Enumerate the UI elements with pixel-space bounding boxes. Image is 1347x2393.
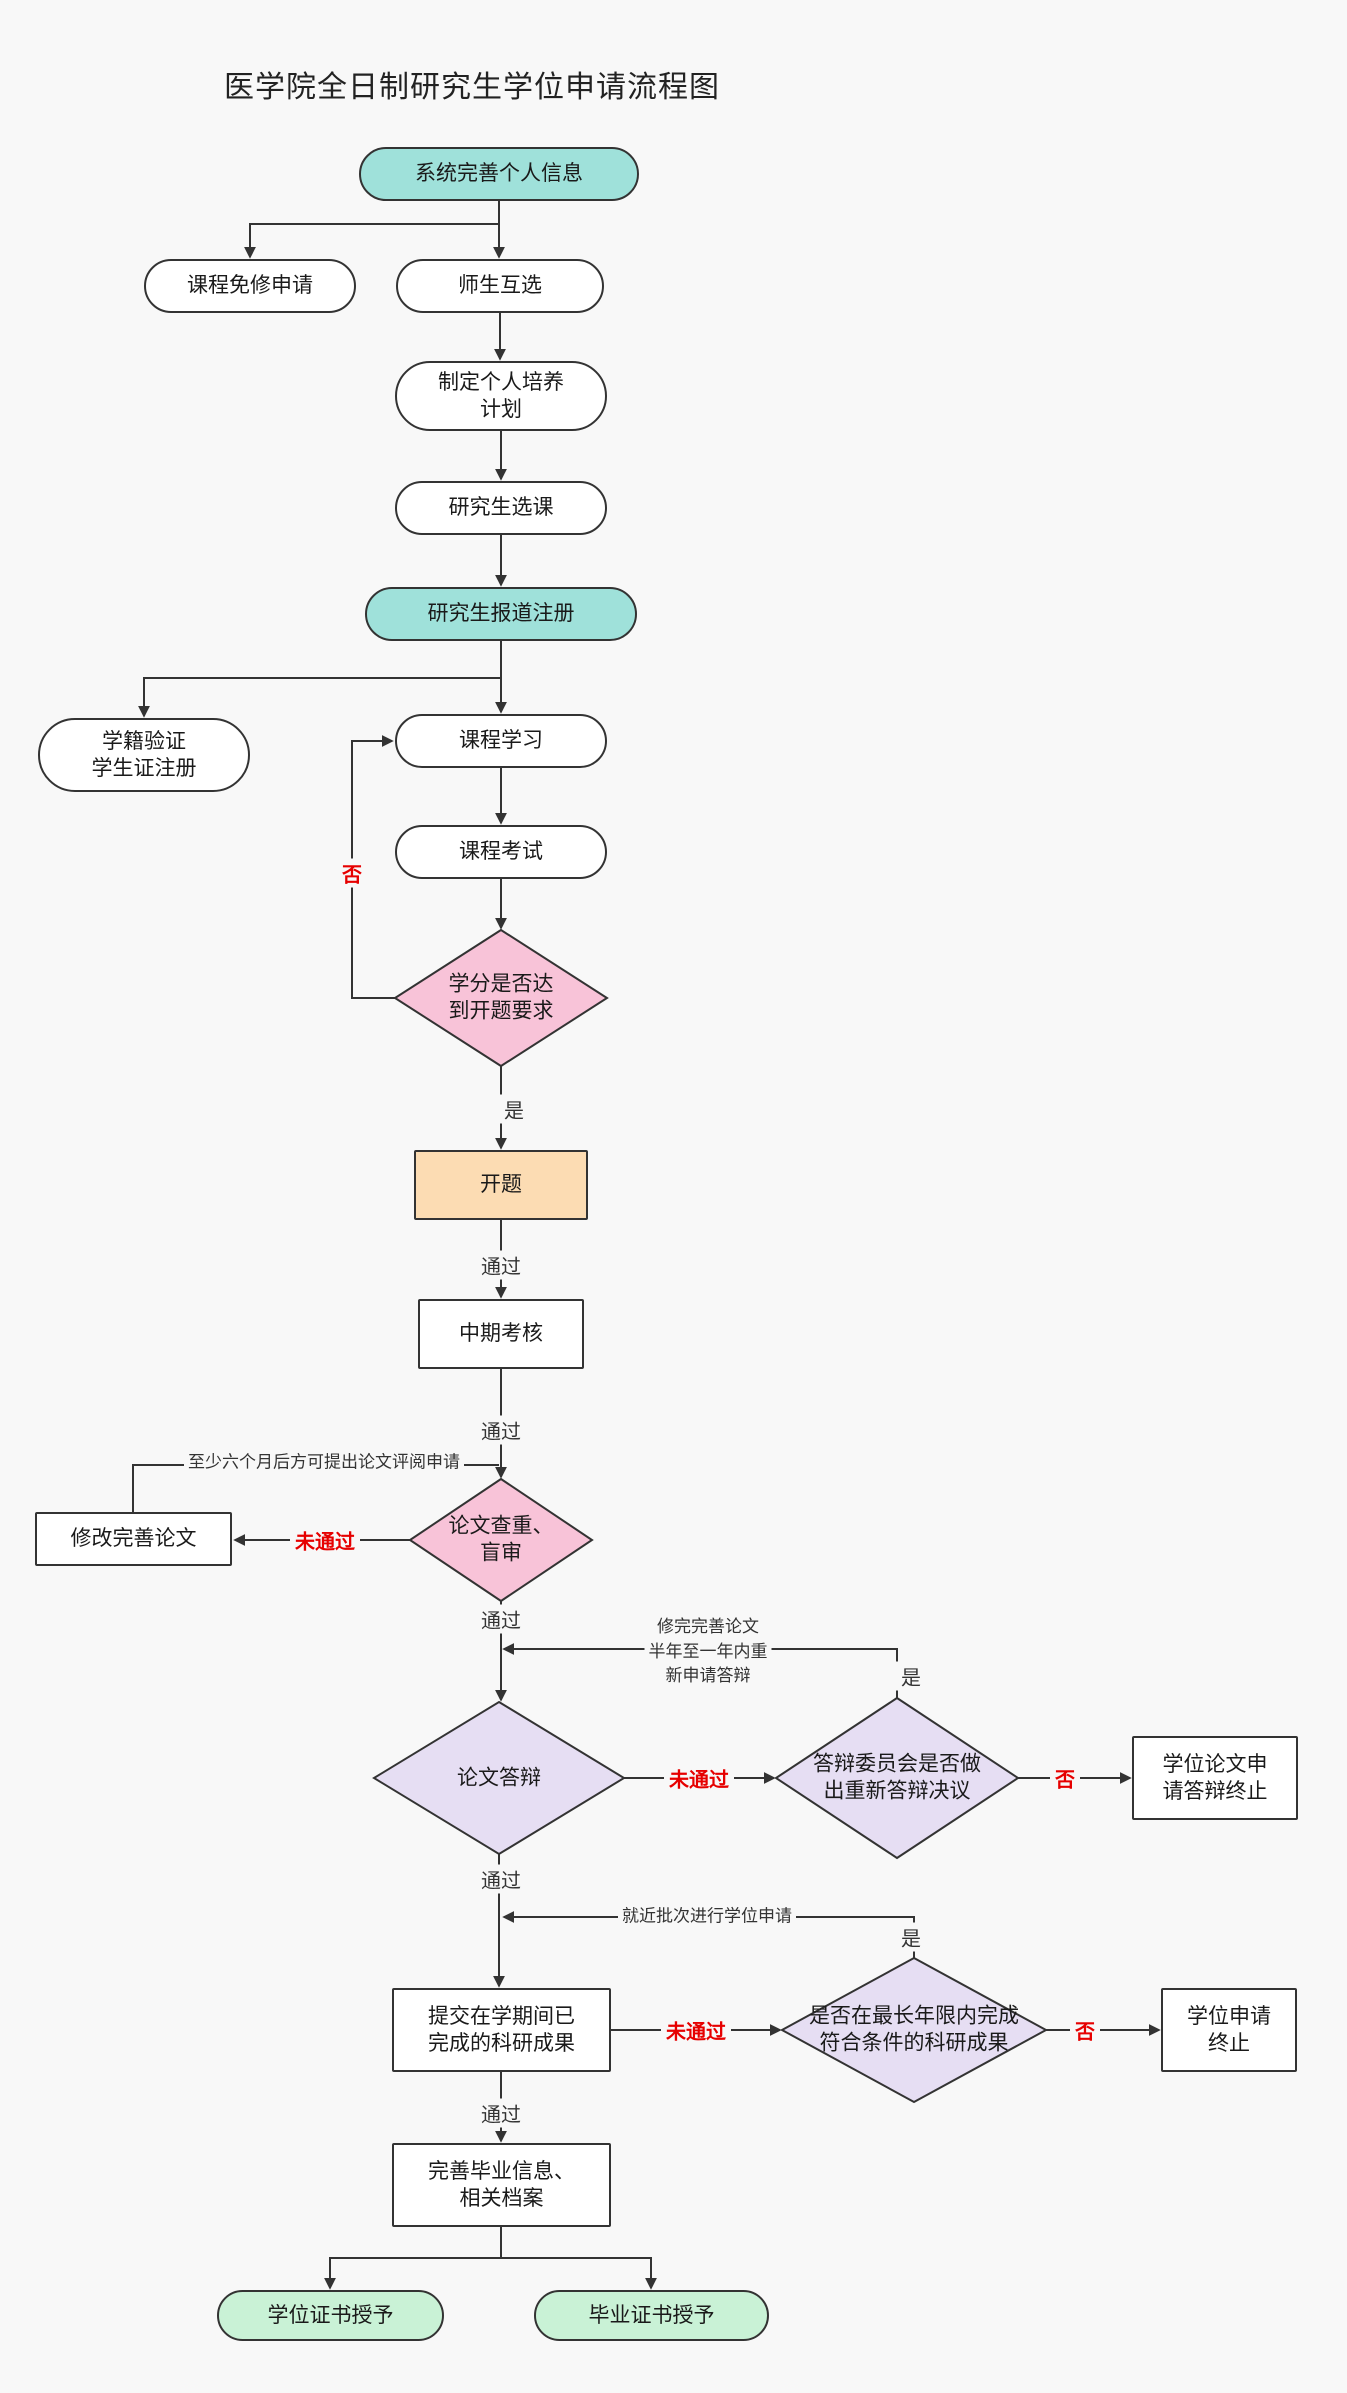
edge-label-yes-credit: 是 (499, 1094, 529, 1124)
node-research-achievements: 提交在学期间已 完成的科研成果 (392, 1988, 611, 2072)
node-proposal: 开题 (414, 1150, 588, 1220)
diamond-committee-shape (774, 1696, 1020, 1860)
edge-label-fail-plagiarism: 未通过 (290, 1525, 360, 1555)
node-revise-thesis: 修改完善论文 (35, 1512, 232, 1566)
node-graduation-info: 完善毕业信息、 相关档案 (392, 2143, 611, 2227)
node-credit-check: 学分是否达 到开题要求 (448, 972, 554, 1023)
node-diploma-certificate: 毕业证书授予 (534, 2290, 769, 2341)
node-thesis-defense: 论文答辩 (457, 1766, 541, 1790)
node-mentor-mutual-select: 师生互选 (396, 259, 604, 313)
node-course-exemption: 课程免修申请 (144, 259, 356, 313)
edge-label-pass-defense: 通过 (476, 1864, 526, 1894)
edge-graduation-to-degree (324, 2227, 502, 2290)
diamond-plagiarism-shape (408, 1477, 594, 1603)
node-application-terminated: 学位申请 终止 (1161, 1988, 1297, 2072)
edge-label-pass-midterm: 通过 (476, 1415, 526, 1445)
diamond-credit-check-shape (393, 928, 609, 1068)
edge-label-pass-research: 通过 (476, 2098, 526, 2128)
annotation-nearest-batch: 就近批次进行学位申请 (618, 1903, 796, 1931)
annotation-review-wait: 至少六个月后方可提出论文评阅申请 (184, 1449, 464, 1477)
node-plagiarism-blind-review: 论文查重、 盲审 (448, 1514, 554, 1565)
node-committee-decision: 答辩委员会是否做 出重新答辩决议 (813, 1752, 981, 1803)
edge-label-fail-research: 未通过 (661, 2015, 731, 2045)
diamond-deadline-shape (779, 1956, 1049, 2104)
edge-label-yes-committee: 是 (896, 1661, 926, 1691)
edge-label-pass-plagiarism: 通过 (476, 1604, 526, 1634)
edge-graduation-to-diploma (501, 2257, 657, 2290)
edge-label-pass-proposal: 通过 (476, 1250, 526, 1280)
node-course-study: 课程学习 (395, 714, 607, 768)
node-midterm-assessment: 中期考核 (418, 1299, 584, 1369)
edge-label-no-committee: 否 (1050, 1763, 1080, 1793)
edge-label-fail-defense: 未通过 (664, 1763, 734, 1793)
node-deadline-check: 是否在最长年限内完成 符合条件的科研成果 (809, 2004, 1019, 2055)
page-title: 医学院全日制研究生学位申请流程图 (224, 71, 720, 104)
node-system-info: 系统完善个人信息 (359, 147, 639, 201)
diamond-defense-shape (372, 1700, 626, 1856)
edge-label-no-credit-loop: 否 (337, 858, 367, 888)
edge-label-yes-deadline: 是 (896, 1922, 926, 1952)
annotation-redefense-note: 修完完善论文 半年至一年内重 新申请答辩 (644, 1614, 772, 1690)
node-training-plan: 制定个人培养 计划 (395, 361, 607, 431)
node-enrollment-registration: 研究生报道注册 (365, 587, 637, 641)
node-defense-terminated: 学位论文申 请答辩终止 (1132, 1736, 1298, 1820)
edge-sysinfo-to-exemption (244, 223, 499, 259)
node-course-selection: 研究生选课 (395, 481, 607, 535)
node-degree-certificate: 学位证书授予 (217, 2290, 444, 2341)
node-status-verification: 学籍验证 学生证注册 (38, 718, 250, 792)
edge-registration-to-verification (138, 677, 501, 718)
node-course-exam: 课程考试 (395, 825, 607, 879)
edge-label-no-deadline: 否 (1070, 2015, 1100, 2045)
